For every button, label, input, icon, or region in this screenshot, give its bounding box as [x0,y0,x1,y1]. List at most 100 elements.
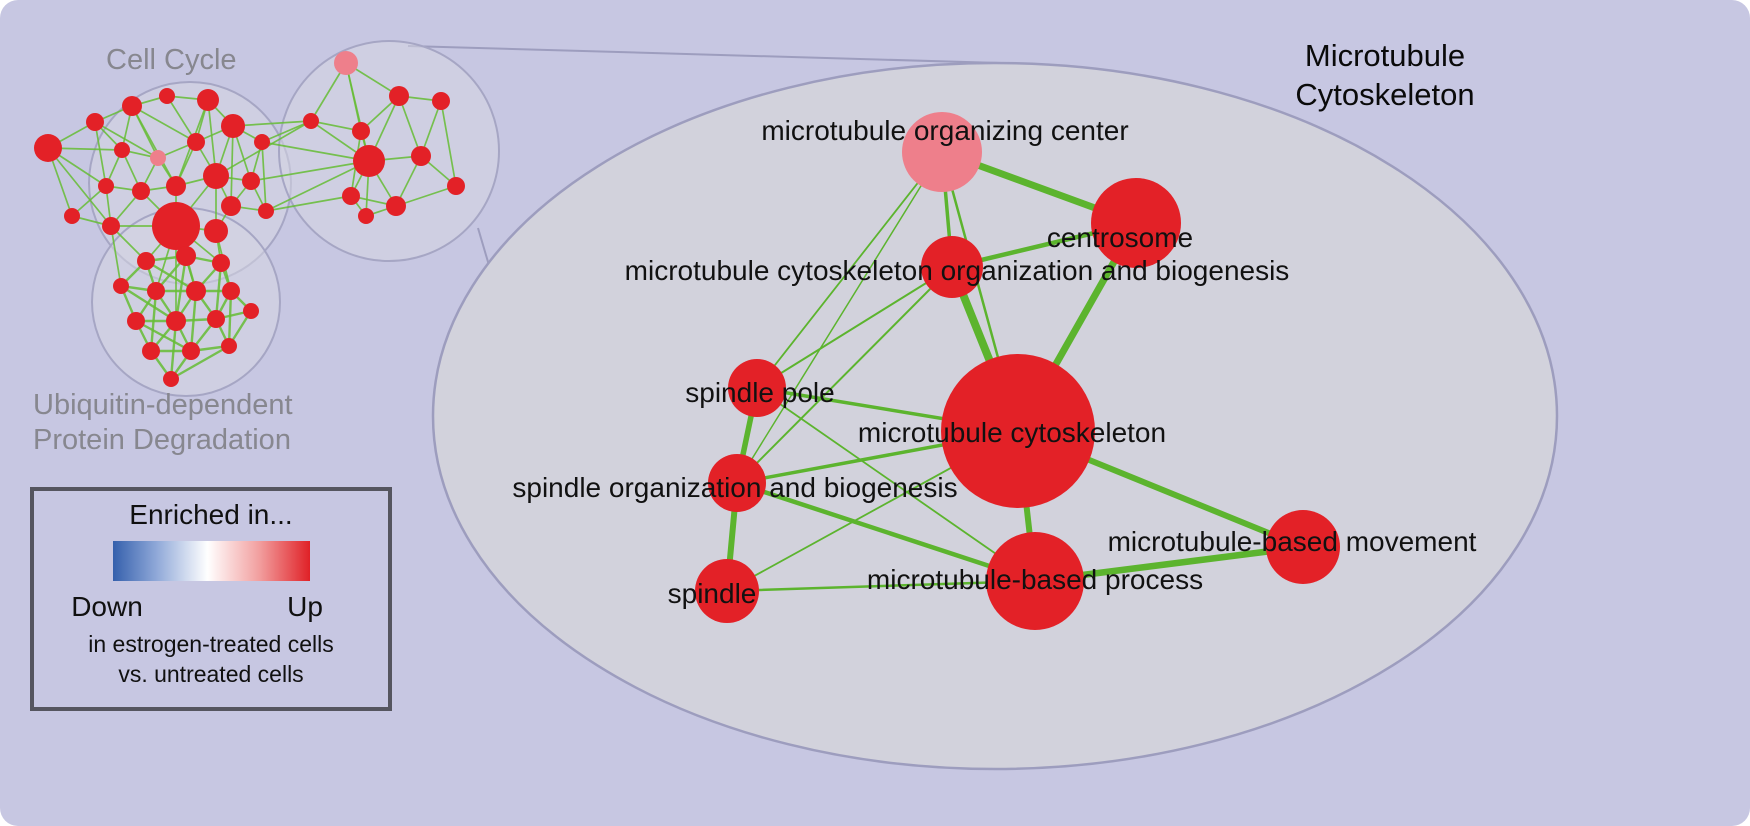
overview-node [389,86,409,106]
overview-edge [94,121,159,159]
node-mbp [986,532,1084,630]
overview-edge [261,141,267,212]
node-label-spindle: spindle [668,578,757,609]
overview-edge [395,185,457,207]
node-mbm [1266,510,1340,584]
legend-subtitle-line1: in estrogen-treated cells [88,631,334,657]
node-label-mcob: microtubule cytoskeleton organization an… [625,255,1290,286]
overview-node [142,342,160,360]
overview-node [303,113,319,129]
overview-node [132,182,150,200]
overview-node [222,282,240,300]
overview-node [243,303,259,319]
overview-node [163,371,179,387]
overview-edge [261,120,312,143]
overview-node [258,203,274,219]
magnified-title-line1: Microtubule [1304,38,1466,73]
overview-node [147,282,165,300]
overview-edge [47,147,112,227]
overview-node [182,342,200,360]
overview-node [221,338,237,354]
overview-node [352,122,370,140]
overview-node [207,310,225,328]
overview-node [166,176,186,196]
edge-moc-spindle_pole [756,151,943,389]
edge-spindle-mbp [725,579,1037,593]
overview-node [447,177,465,195]
overview-edge [265,195,352,212]
magnified-title-line2: Cytoskeleton [1295,77,1475,112]
overview-edge [261,141,370,162]
overview-node [113,278,129,294]
overview-node [127,312,145,330]
overview-node [137,252,155,270]
node-spindle_pole [728,359,786,417]
gradient-bar [113,541,310,581]
cluster-label-cell-cycle: Cell Cycle [106,44,237,76]
overview-node [204,219,228,243]
overview-edge [174,255,188,322]
overview-node [166,311,186,331]
overview-edge [232,120,312,127]
overview-node [358,208,374,224]
overview-node [254,134,270,150]
overview-edge [94,121,107,187]
overview-edge [398,95,422,157]
overview-node [102,217,120,235]
overview-node [186,281,206,301]
node-mcob [921,236,983,298]
node-label-moc: microtubule organizing center [761,115,1128,146]
overview-node [197,89,219,111]
node-label-mc: microtubule cytoskeleton [858,417,1166,448]
overview-node [353,145,385,177]
cluster-label-ubiquitin-line1: Ubiquitin-dependent [33,389,293,421]
overview-node [98,178,114,194]
overview-edge [440,100,457,187]
overview-node [150,150,166,166]
edge-mcob-sob [736,266,953,484]
overview-node [386,196,406,216]
overview-edge [166,95,197,143]
node-label-sob: spindle organization and biogenesis [512,472,957,503]
overview-node [342,187,360,205]
overview-edge [131,105,197,143]
node-label-centrosome: centrosome [1047,222,1193,253]
node-label-mbp: microtubule-based process [867,564,1203,595]
overview-node [187,133,205,151]
node-label-mbm: microtubule-based movement [1108,526,1477,557]
legend-subtitle-line2: vs. untreated cells [118,661,304,687]
legend-down-label: Down [71,591,143,622]
overview-node [411,146,431,166]
node-sob [708,454,766,512]
overview-node [86,113,104,131]
magnified-cluster-title: Microtubule Cytoskeleton [1255,36,1515,114]
node-centrosome [1091,178,1181,268]
overview-node [34,134,62,162]
overview-edge [250,160,370,182]
node-moc [902,112,982,192]
overview-node [334,51,358,75]
overview-node [221,114,245,138]
overview-node [176,246,196,266]
cluster-label-ubiquitin-line2: Protein Degradation [33,424,291,456]
overview-edge [110,225,122,287]
edge-mcob-spindle_pole [756,266,953,389]
edge-spindle_pole-mbp [756,387,1036,582]
legend-title: Enriched in... [129,499,293,530]
legend-box: Enriched in... Down Up in estrogen-treat… [30,487,392,711]
overview-node [152,202,200,250]
node-mc [941,354,1095,508]
edge-sob-mbp [734,480,1038,584]
overview-node [114,142,130,158]
node-spindle [695,559,759,623]
overview-edge [227,290,233,347]
overview-node [212,254,230,272]
overview-edge [131,105,177,187]
overview-node [122,96,142,116]
overview-node [432,92,450,110]
overview-edge [170,344,230,381]
overview-edge [265,160,370,212]
legend-up-label: Up [287,591,323,622]
